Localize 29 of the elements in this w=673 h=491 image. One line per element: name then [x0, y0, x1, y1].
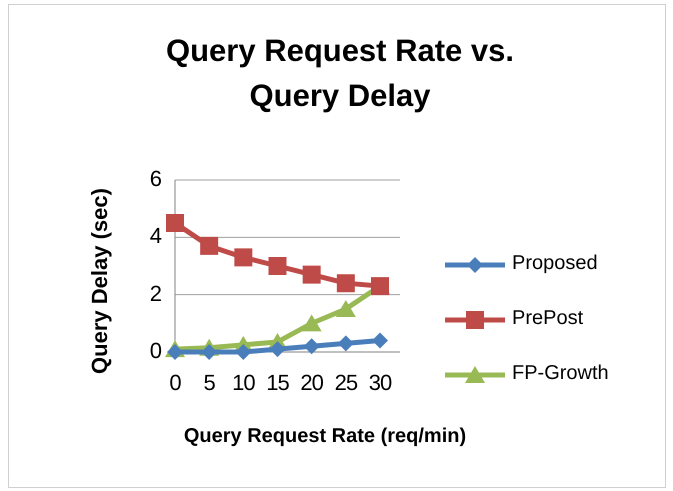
x-tick-label: 15: [265, 370, 290, 396]
point: [336, 274, 355, 292]
legend-label: PrePost: [512, 307, 584, 330]
point: [200, 236, 218, 255]
x-tick-label: 30: [368, 370, 392, 396]
point: [336, 300, 356, 317]
x-tick-label: 25: [334, 370, 358, 396]
point: [338, 335, 354, 352]
point: [270, 341, 286, 358]
point: [268, 257, 286, 275]
y-tick-label: 2: [148, 280, 162, 307]
y-tick-label: 4: [148, 223, 162, 250]
point: [234, 248, 252, 266]
legend-label: FP-Growth: [512, 362, 609, 385]
legend-label: Proposed: [512, 252, 598, 275]
y-axis-title: Query Delay (sec): [87, 187, 113, 376]
y-tick-label: 6: [148, 166, 162, 192]
point: [372, 332, 388, 349]
x-tick-label: 5: [202, 370, 216, 396]
point: [302, 314, 322, 332]
x-tick-label: 10: [231, 370, 256, 396]
x-tick-label: 20: [299, 370, 324, 396]
point: [304, 338, 320, 354]
x-tick-label: 0: [168, 370, 182, 396]
x-axis-title: Query Request Rate (req/min): [182, 425, 468, 448]
y-tick-label: 0: [148, 338, 162, 364]
point: [166, 214, 184, 232]
point: [302, 266, 321, 284]
chart-title: Query Request Rate vs. Query Delay: [164, 32, 516, 115]
